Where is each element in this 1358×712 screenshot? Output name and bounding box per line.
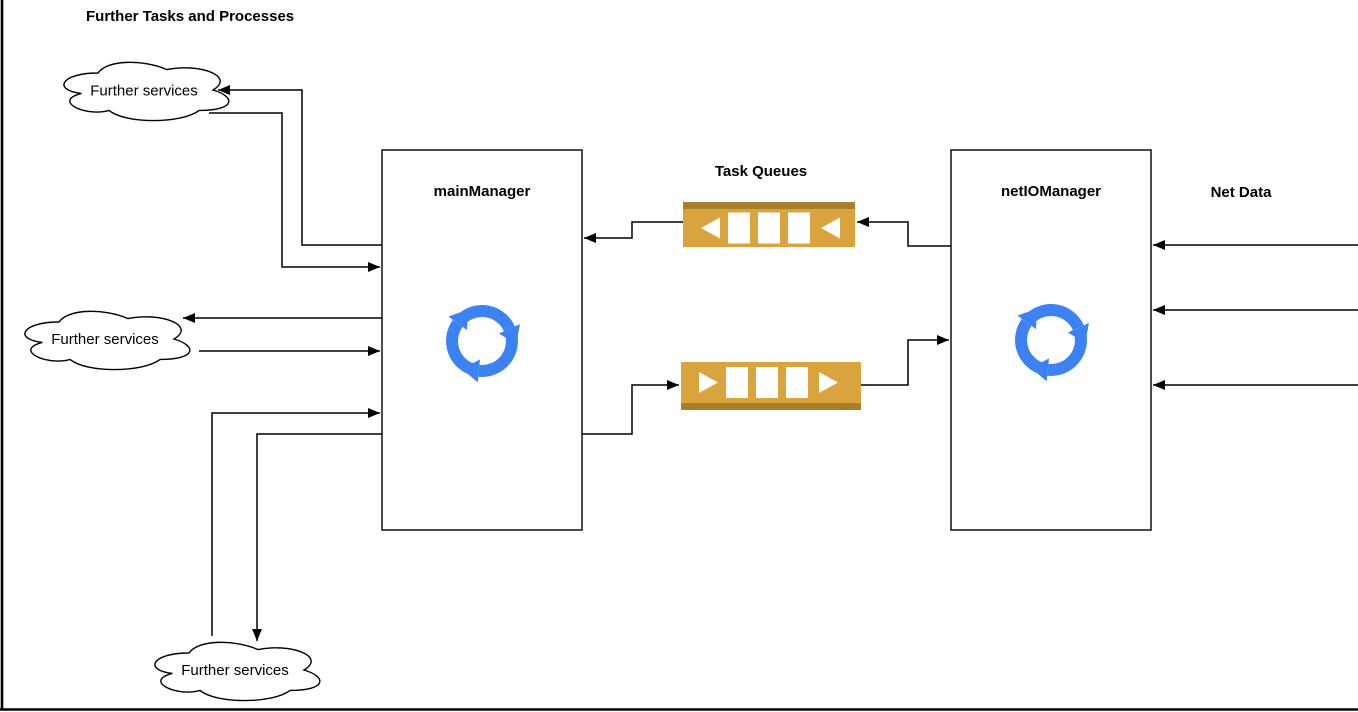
net-data-label: Net Data	[1211, 184, 1273, 201]
queue-arrow-right-icon	[699, 372, 718, 393]
edge-main-manager-to-cloud-top	[218, 85, 382, 246]
net-io-manager-node: netIOManager	[950, 149, 1152, 531]
queue-item	[788, 212, 810, 244]
net-io-manager-label: netIOManager	[1001, 183, 1101, 200]
queue-item	[728, 212, 750, 244]
edge-cloud-top-to-main-manager	[209, 112, 380, 272]
queue-item	[756, 367, 778, 398]
cloud-middle: Further services	[24, 310, 191, 371]
queue-stripe	[683, 202, 855, 209]
queue-arrow-right-icon	[819, 372, 838, 393]
cloud-middle-label: Further services	[51, 331, 159, 348]
queue-arrow-left-icon	[701, 217, 720, 239]
queue-item	[726, 367, 748, 398]
cloud-top: Further services	[63, 61, 230, 122]
queue-item	[786, 367, 808, 398]
cloud-top-label: Further services	[90, 83, 198, 100]
queue-arrow-left-icon	[821, 217, 840, 239]
main-manager-label: mainManager	[434, 183, 531, 200]
edge-cloud-bottom-to-main-manager	[211, 408, 380, 636]
edge-net-io-manager-to-incoming-queue	[857, 217, 951, 247]
main-manager-node: mainManager	[381, 149, 583, 531]
main-manager-box	[381, 149, 583, 531]
task-queue-outgoing	[681, 362, 861, 410]
edge-outgoing-queue-to-net-io-manager	[861, 335, 949, 386]
cloud-bottom: Further services	[154, 641, 321, 702]
queue-stripe	[681, 403, 861, 410]
cloud-bottom-label: Further services	[181, 662, 289, 679]
edge-incoming-queue-to-main-manager	[584, 221, 683, 243]
edge-main-manager-to-outgoing-queue	[582, 380, 679, 435]
task-queues-label: Task Queues	[715, 163, 807, 180]
queue-item	[758, 212, 780, 244]
edge-main-manager-to-cloud-bottom	[252, 433, 382, 641]
net-io-manager-box	[950, 149, 1152, 531]
diagram-title: Further Tasks and Processes	[86, 8, 294, 25]
task-queue-incoming	[683, 202, 855, 247]
